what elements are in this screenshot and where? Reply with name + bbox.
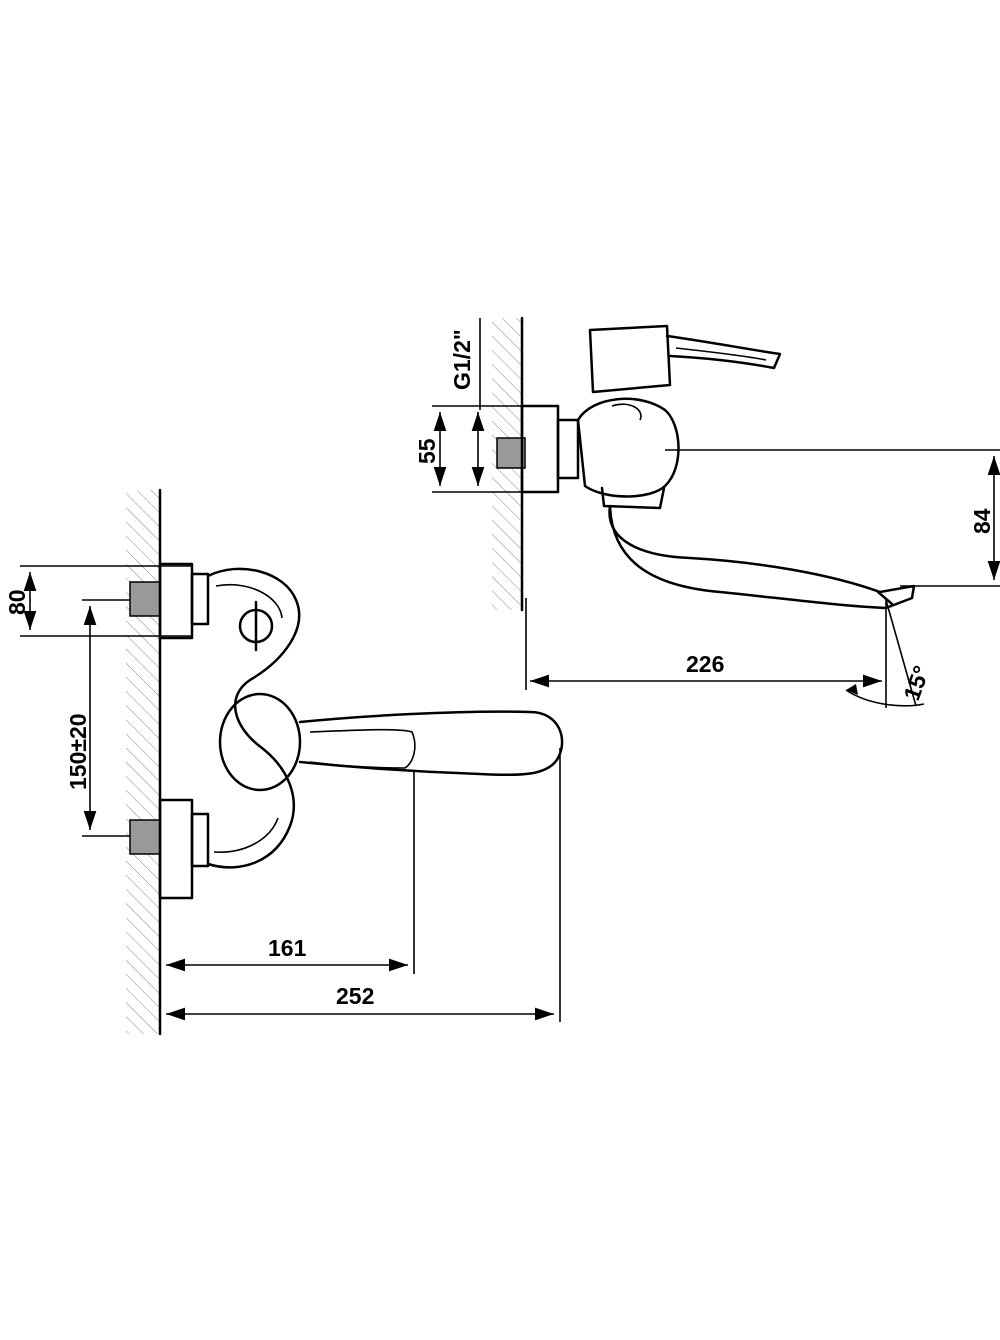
dim-spout-reach: 226 (686, 651, 724, 677)
side-view: G1/2" 55 84 226 15° (414, 316, 1000, 708)
dim-spout-height: 84 (969, 508, 995, 534)
plan-body-inner (213, 584, 283, 853)
swivel-collar (600, 486, 666, 510)
handle-cap (218, 692, 302, 792)
body-inner-curve (611, 403, 642, 421)
handle-lever (298, 710, 564, 777)
dim-flange-diameter: 55 (414, 438, 440, 464)
lever-handle (665, 334, 782, 370)
wall-hatch-bottom (126, 490, 160, 1034)
spout-tip (876, 590, 894, 606)
thread-stub (496, 437, 526, 469)
flange-bottom (158, 798, 194, 900)
flange (520, 404, 560, 494)
handle-inner (309, 728, 416, 769)
spout (608, 504, 916, 610)
mixer-body (576, 397, 680, 498)
dim-thread: G1/2" (449, 329, 475, 390)
dim-body-height: 80 (4, 589, 30, 615)
dim-inlet-spacing: 150±20 (65, 713, 91, 790)
lever-inner (675, 347, 767, 361)
plan-body (206, 567, 301, 869)
nut-top (190, 572, 210, 626)
eccentric-bottom (129, 819, 161, 855)
nut-bottom (190, 812, 210, 868)
eccentric-top (129, 581, 161, 617)
cartridge-cap (588, 324, 672, 394)
dim-total-depth: 252 (336, 983, 374, 1009)
flange-top (158, 562, 194, 640)
dim-handle-reach: 161 (268, 935, 307, 961)
nut (556, 418, 580, 480)
dim-spout-angle: 15° (898, 662, 934, 704)
plan-view: 80 150±20 161 252 (4, 488, 564, 1036)
